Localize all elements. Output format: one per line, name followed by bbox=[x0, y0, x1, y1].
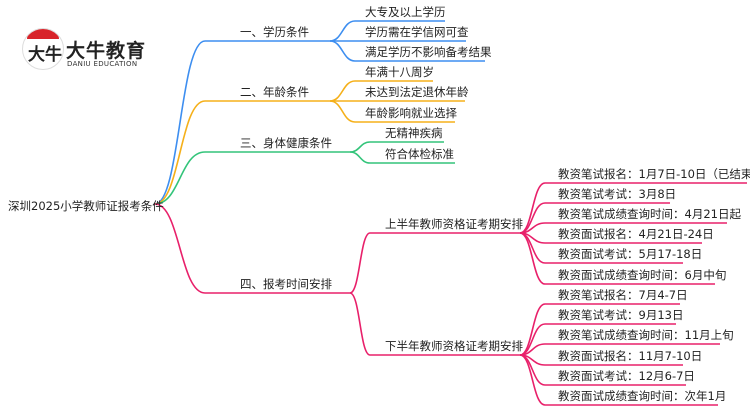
branch-3-label: 三、身体健康条件 bbox=[240, 136, 332, 150]
group-connector bbox=[349, 292, 520, 356]
logo: 大牛 大牛教育 DANIU EDUCATION bbox=[22, 28, 172, 76]
branch-3-connector bbox=[154, 151, 350, 205]
schedule-item: 教资笔试考试：9月13日 bbox=[558, 308, 684, 322]
leaf-connector bbox=[329, 100, 455, 123]
leaf-node: 满足学历不影响备考结果 bbox=[365, 45, 492, 59]
schedule-item: 教资笔试报名：1月7日-10日（已结束） bbox=[558, 167, 750, 181]
schedule-item: 教资笔试考试：3月8日 bbox=[558, 187, 677, 201]
branch-4-label: 四、报考时间安排 bbox=[240, 277, 332, 291]
second-half-schedule-label: 下半年教师资格证考期安排 bbox=[385, 339, 523, 353]
leaf-connector bbox=[329, 40, 485, 62]
schedule-item: 教资笔试报名：7月4-7日 bbox=[558, 288, 688, 302]
branch-1-connector bbox=[154, 40, 330, 205]
branch-2-connector bbox=[154, 100, 330, 205]
schedule-item: 教资笔试成绩查询时间：11月上旬 bbox=[558, 328, 734, 342]
first-half-schedule-label: 上半年教师资格证考期安排 bbox=[385, 217, 523, 231]
schedule-item: 教资面试报名：4月21日-24日 bbox=[558, 227, 714, 241]
group-connector bbox=[349, 232, 520, 294]
schedule-item: 教资面试考试：5月17-18日 bbox=[558, 247, 703, 261]
leaf-connector bbox=[349, 151, 455, 164]
schedule-item: 教资面试成绩查询时间：次年1月 bbox=[558, 389, 727, 403]
leaf-node: 无精神疾病 bbox=[385, 126, 443, 140]
branch-2-label: 二、年龄条件 bbox=[240, 85, 309, 99]
leaf-node: 大专及以上学历 bbox=[365, 5, 446, 19]
schedule-item: 教资面试成绩查询时间：6月中旬 bbox=[558, 268, 727, 282]
logo-english: DANIU EDUCATION bbox=[67, 60, 138, 68]
leaf-node: 年龄影响就业选择 bbox=[365, 106, 457, 120]
leaf-node: 年满十八周岁 bbox=[365, 65, 434, 79]
root-node: 深圳2025小学教师证报考条件 bbox=[8, 199, 164, 213]
leaf-connector bbox=[519, 354, 718, 406]
branch-1-label: 一、学历条件 bbox=[240, 25, 309, 39]
logo-mark: 大牛 bbox=[22, 28, 64, 70]
leaf-node: 未达到法定退休年龄 bbox=[365, 85, 469, 99]
schedule-item: 教资面试报名：11月7-10日 bbox=[558, 349, 703, 363]
schedule-item: 教资笔试成绩查询时间：4月21日起 bbox=[558, 207, 741, 221]
logo-name: 大牛教育 bbox=[66, 40, 147, 62]
leaf-connector bbox=[519, 232, 715, 285]
schedule-item: 教资面试考试：12月6-7日 bbox=[558, 369, 695, 383]
leaf-node: 符合体检标准 bbox=[385, 147, 454, 161]
leaf-node: 学历需在学信网可查 bbox=[365, 25, 469, 39]
branch-4-connector bbox=[154, 203, 350, 294]
